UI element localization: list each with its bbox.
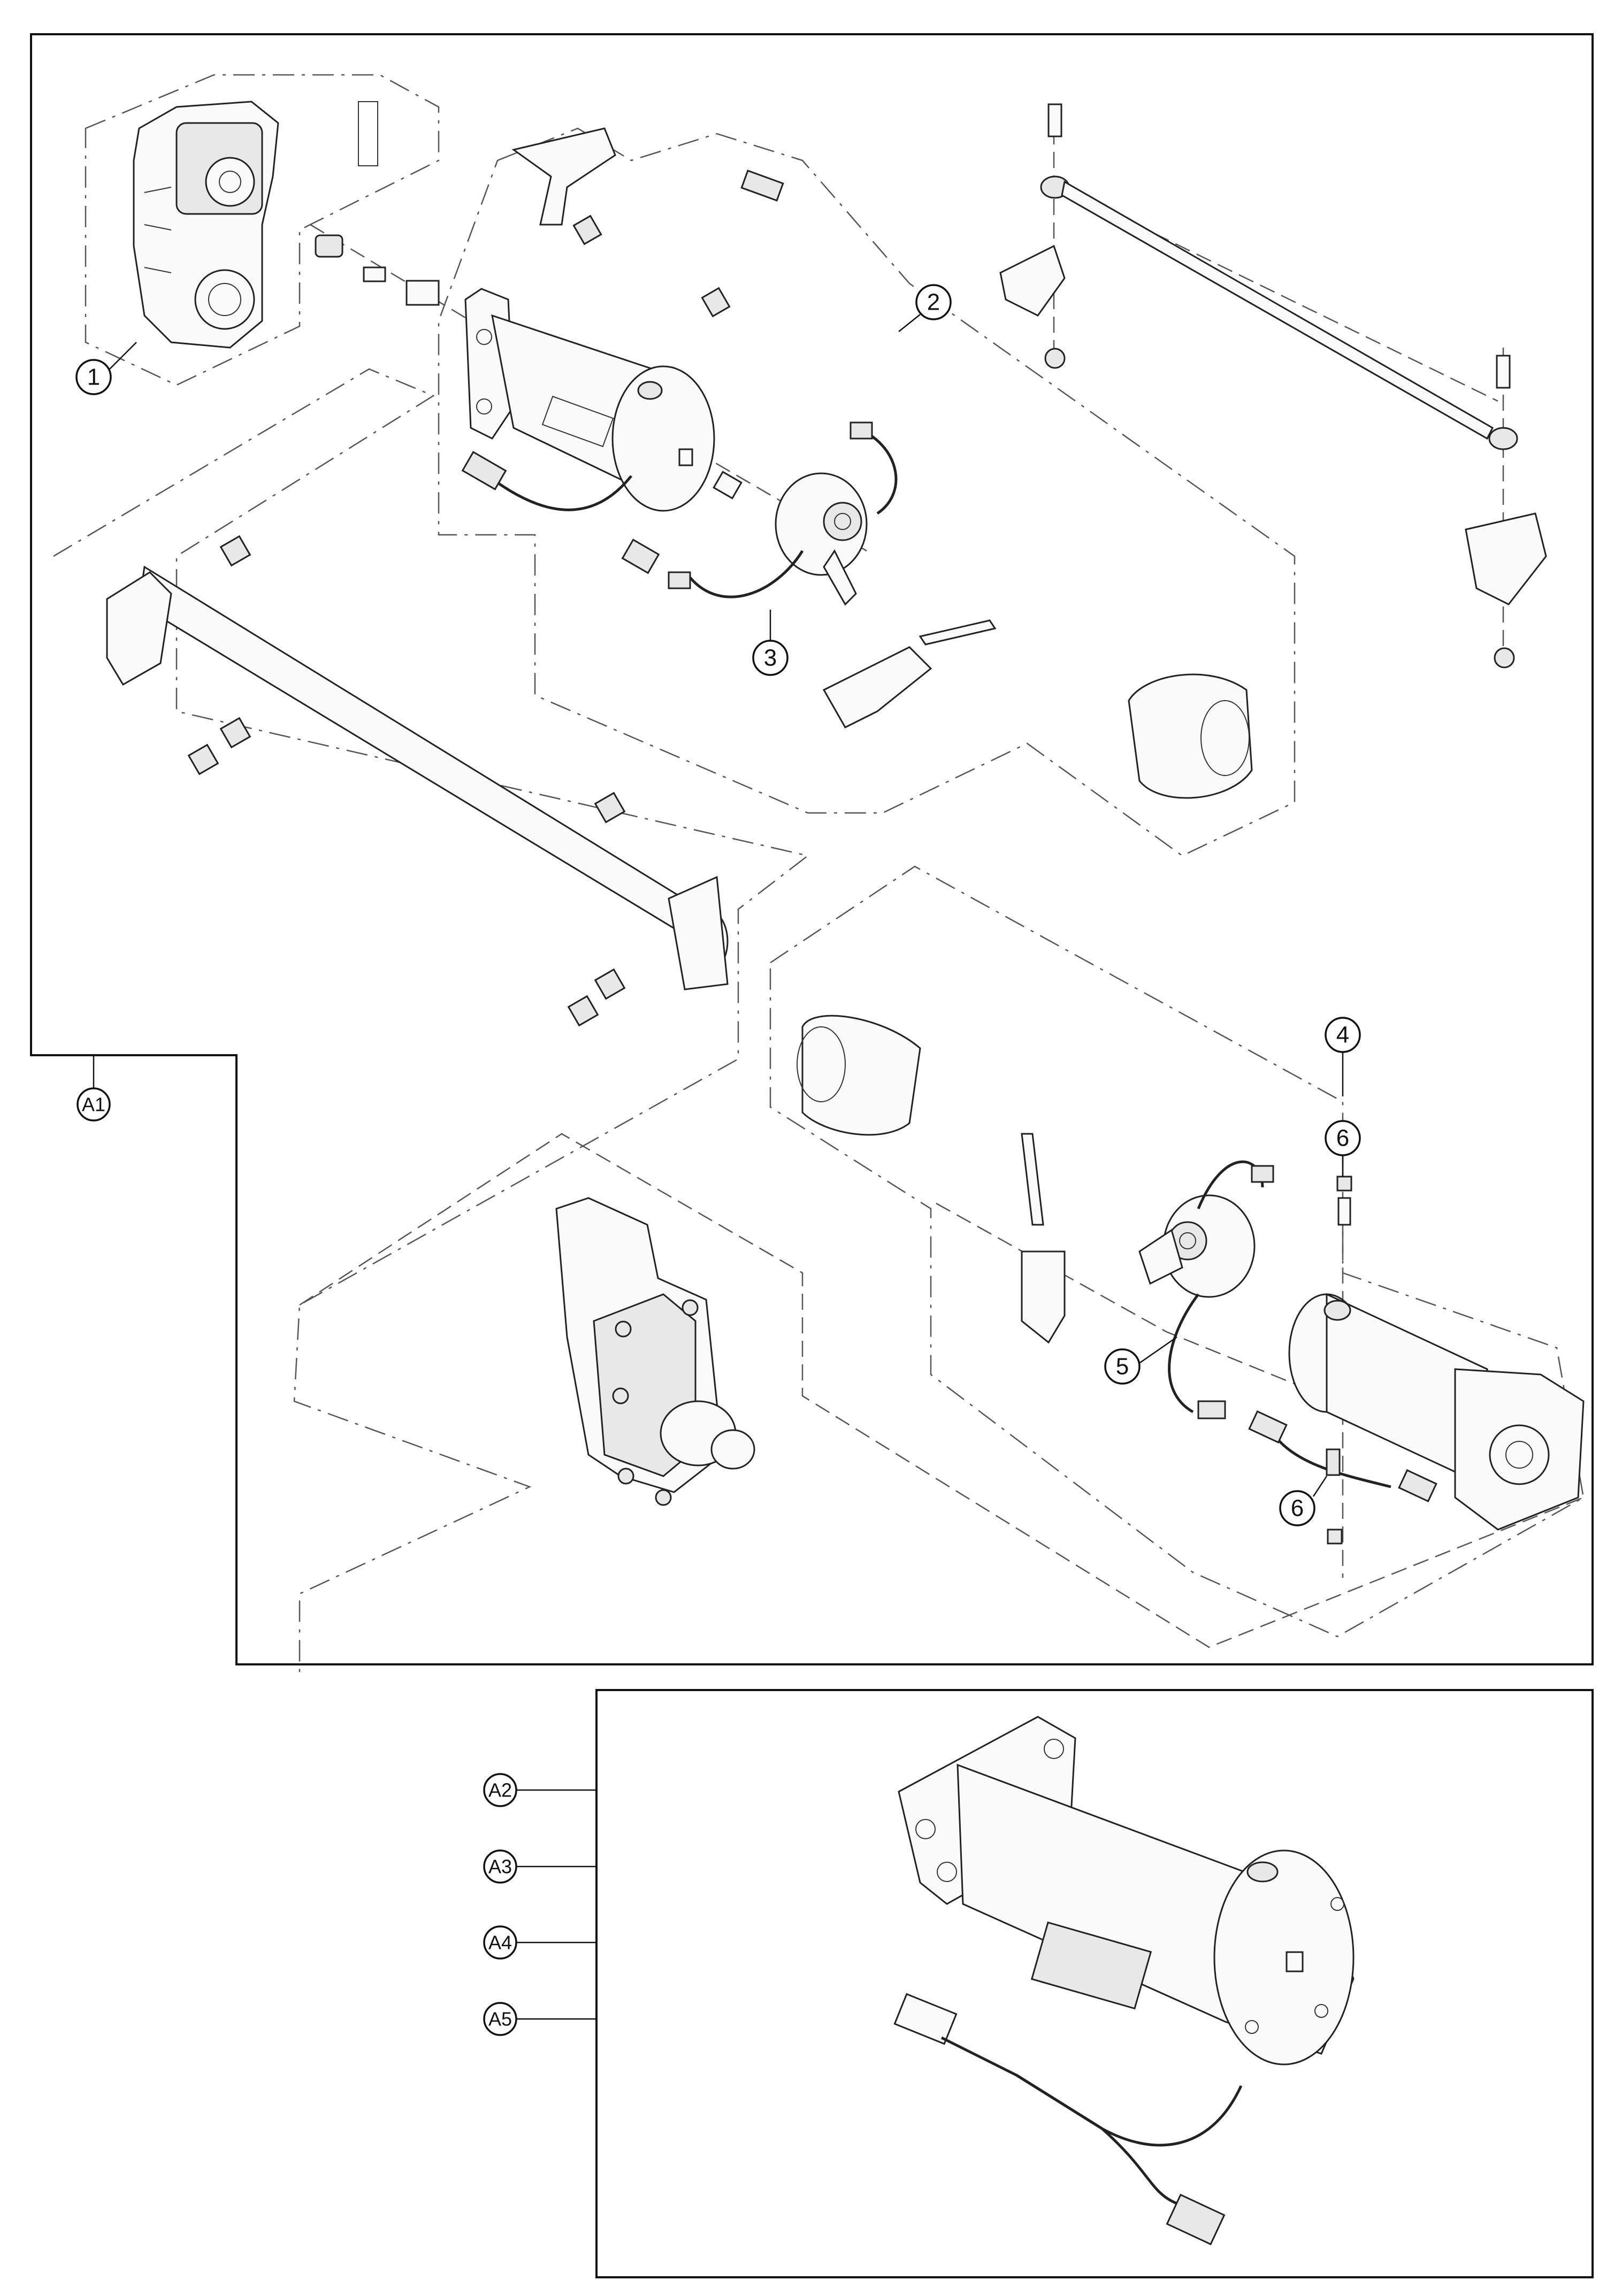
motor-top [464,288,715,512]
motor-detail-harness [893,1993,1243,2246]
callout-2-text: 2 [927,289,940,316]
brush-guard-top [822,646,932,728]
gearbox-housing-lower [555,1197,755,1506]
connector-top-upper [850,421,873,440]
brush-holder-lower [1138,1194,1256,1298]
brush-parts-6 [1326,1176,1352,1545]
end-cap-lower [797,1015,921,1136]
tag-a3 [483,1849,517,1884]
motor-lower-wire-3 [1272,1432,1391,1488]
callout-5-leader [1138,1336,1177,1365]
brush-holder-top [713,471,868,606]
axis-line-3 [310,224,867,552]
callout-2 [915,284,952,320]
gearbox-housing-top [133,101,279,349]
callout-4-text: 4 [1336,1022,1349,1048]
callout-6b [1279,1490,1315,1526]
callout-1-text: 1 [87,364,100,390]
brush-guard-lower [1021,1250,1066,1344]
tag-a1 [76,1087,111,1122]
main-assembly-frame [30,33,1594,1665]
connector-lower-upper [1251,1165,1274,1183]
tie-rod-assembly [999,103,1547,669]
callout-5-text: 5 [1116,1354,1129,1380]
callout-5 [1104,1348,1141,1385]
tag-a5 [483,2002,517,2036]
tag-a4 [483,1925,517,1960]
connector-top-left [461,451,507,490]
callout-6a [1325,1120,1361,1156]
group-outline-3 [53,368,809,1679]
callout-6b-text: 6 [1291,1495,1304,1522]
bracket-top-left [511,127,616,226]
callout-4 [1325,1017,1361,1053]
callout-3 [752,640,789,676]
tag-a1-text: A1 [82,1094,105,1116]
callout-2-leader [898,314,921,332]
label-plate [358,101,378,166]
connector-top-mid [668,571,691,589]
motor-detail-frame [595,1689,1594,2278]
brush-spring-top [919,619,997,646]
motor-top-wire-1 [480,470,632,511]
connector-top-right [621,539,660,574]
axis-line-4 [936,1202,1338,1402]
connector-lower-left [1248,1410,1288,1443]
bolt-top-1 [572,214,602,245]
bolt-top-2 [701,287,731,318]
group-outline-5 [299,1133,1584,1648]
connector-lower-right [1398,1469,1437,1502]
callout-3-text: 3 [764,645,777,671]
group-outline-2 [438,127,1296,857]
tag-a5-text: A5 [488,2008,512,2030]
callout-6a-text: 6 [1336,1125,1349,1151]
end-cap-top [1128,673,1253,799]
tube-assembly [106,535,729,1027]
motor-lower-wire-2 [1168,1293,1200,1414]
group-outline-4 [769,865,1585,1638]
brush-spring-lower [1021,1133,1044,1226]
connector-lower-mid [1197,1400,1226,1419]
motor-top-wire-2 [689,550,804,598]
tag-a2 [483,1773,517,1807]
callout-6b-leader [1312,1476,1328,1497]
tag-a4-text: A4 [488,1932,512,1954]
motor-lower [1288,1293,1585,1531]
tag-a3-text: A3 [488,1856,512,1878]
coupler-fastener [315,234,440,306]
callout-1-leader [109,342,137,370]
tag-a2-text: A2 [488,1779,512,1801]
callout-1 [75,359,112,395]
motor-detail [898,1716,1355,2065]
label-top [740,170,784,202]
